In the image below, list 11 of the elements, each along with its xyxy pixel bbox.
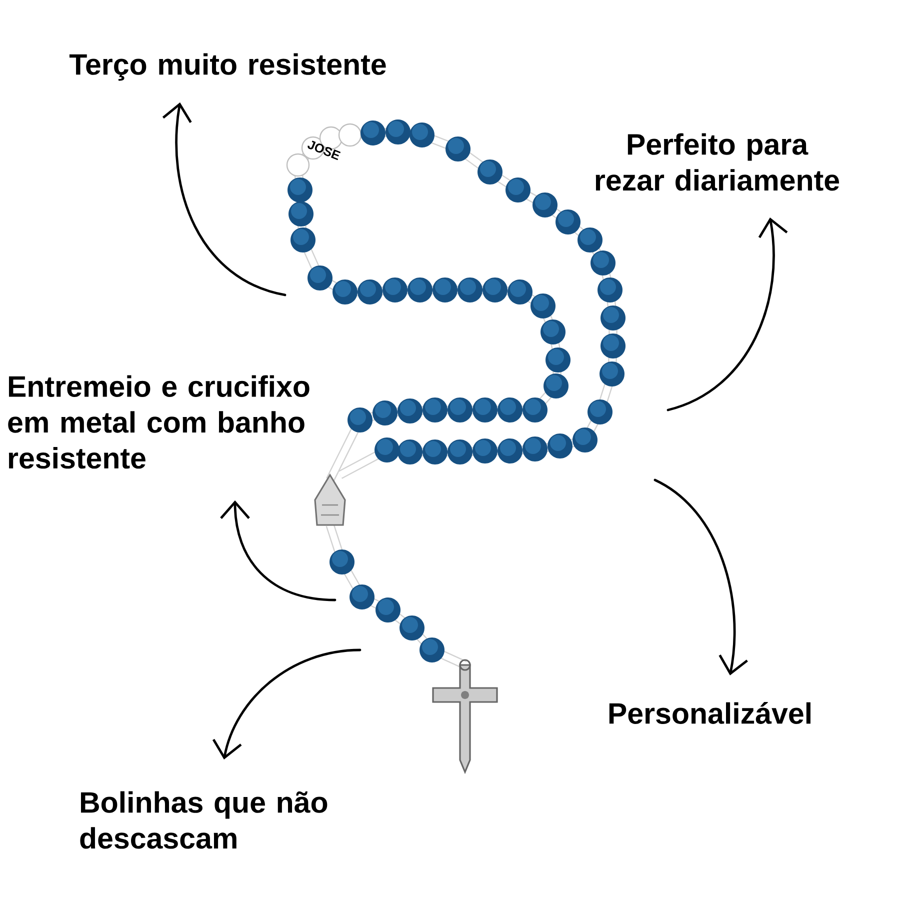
callout-text: Bolinhas que não descascam — [80, 791, 328, 849]
arrow — [162, 102, 286, 296]
arrow — [654, 478, 748, 676]
arrow — [666, 217, 788, 412]
callout-text: Entremeio e crucifixo em metal com banho resistente — [8, 375, 310, 469]
callout-text: Perfeito para rezar diariamente — [596, 133, 840, 191]
callout-text: Terço muito resistente — [69, 53, 386, 81]
arrow — [212, 648, 362, 760]
arrow — [220, 500, 336, 602]
bead-letters: JOSE — [308, 140, 341, 160]
callout-text: Personalizável — [609, 702, 810, 724]
